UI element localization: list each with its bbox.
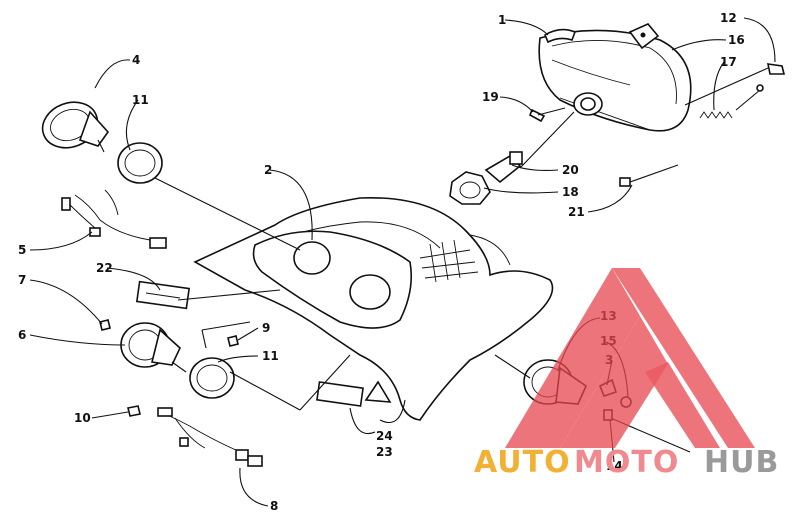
bolt-part-21 bbox=[619, 164, 679, 187]
callout-5: 5 bbox=[18, 243, 26, 257]
callout-9: 9 bbox=[262, 321, 270, 335]
callout-11-bottom: 11 bbox=[262, 349, 279, 363]
bezel-ring-part-11-bottom bbox=[189, 357, 235, 399]
ring-nut-part-18 bbox=[449, 171, 491, 205]
callout-21: 21 bbox=[568, 205, 585, 219]
callout-24: 24 bbox=[376, 429, 393, 443]
knob-part-12 bbox=[766, 63, 786, 75]
callout-17: 17 bbox=[720, 55, 737, 69]
spring-part-17 bbox=[699, 84, 764, 119]
callout-16: 16 bbox=[728, 33, 745, 47]
callout-12: 12 bbox=[720, 11, 737, 25]
callout-11-top: 11 bbox=[132, 93, 149, 107]
callout-6: 6 bbox=[18, 328, 26, 342]
lamp-part-7 bbox=[99, 319, 111, 331]
gauge-panel-part-2 bbox=[252, 230, 413, 329]
watermark-word-auto: AUTO bbox=[474, 445, 571, 480]
cross-hatch-grille bbox=[419, 239, 479, 283]
callout-1: 1 bbox=[498, 13, 506, 27]
bezel-ring-part-11-top bbox=[117, 142, 163, 184]
watermark-word-hub: HUB bbox=[704, 445, 779, 480]
callout-labels: 1 2 3 4 5 6 7 8 9 10 11 11 12 13 14 15 1… bbox=[18, 11, 745, 513]
warning-decal-part-22 bbox=[135, 280, 191, 310]
callout-4: 4 bbox=[132, 53, 140, 67]
watermark-text: AUTO MOTO HUB bbox=[474, 445, 779, 480]
callout-20: 20 bbox=[562, 163, 579, 177]
headlight-housing bbox=[538, 29, 692, 132]
callout-23: 23 bbox=[376, 445, 393, 459]
clip-part-9 bbox=[227, 335, 239, 347]
wiring-harness-part-8 bbox=[157, 407, 263, 467]
triangle-logo-icon bbox=[505, 268, 755, 448]
callout-7: 7 bbox=[18, 273, 26, 287]
bracket-tab bbox=[628, 23, 660, 50]
speedometer-part-4 bbox=[41, 101, 110, 153]
callout-2: 2 bbox=[264, 163, 272, 177]
callout-14: 14 bbox=[606, 459, 623, 473]
callout-10: 10 bbox=[74, 411, 91, 425]
watermark-word-moto: MOTO bbox=[574, 445, 679, 480]
callout-8: 8 bbox=[270, 499, 278, 513]
clip-part-1 bbox=[543, 28, 577, 44]
callout-18: 18 bbox=[562, 185, 579, 199]
callout-19: 19 bbox=[482, 90, 499, 104]
callout-22: 22 bbox=[96, 261, 113, 275]
warning-decal-part-23 bbox=[316, 380, 392, 407]
lamp-part-10 bbox=[127, 405, 141, 417]
tachometer-part-6 bbox=[120, 322, 187, 373]
bulb-socket bbox=[573, 92, 603, 116]
bulb-part-20 bbox=[484, 151, 523, 184]
wiring-harness-part-5 bbox=[61, 189, 167, 249]
watermark-logo bbox=[505, 268, 755, 448]
assembly-lines bbox=[154, 67, 769, 411]
